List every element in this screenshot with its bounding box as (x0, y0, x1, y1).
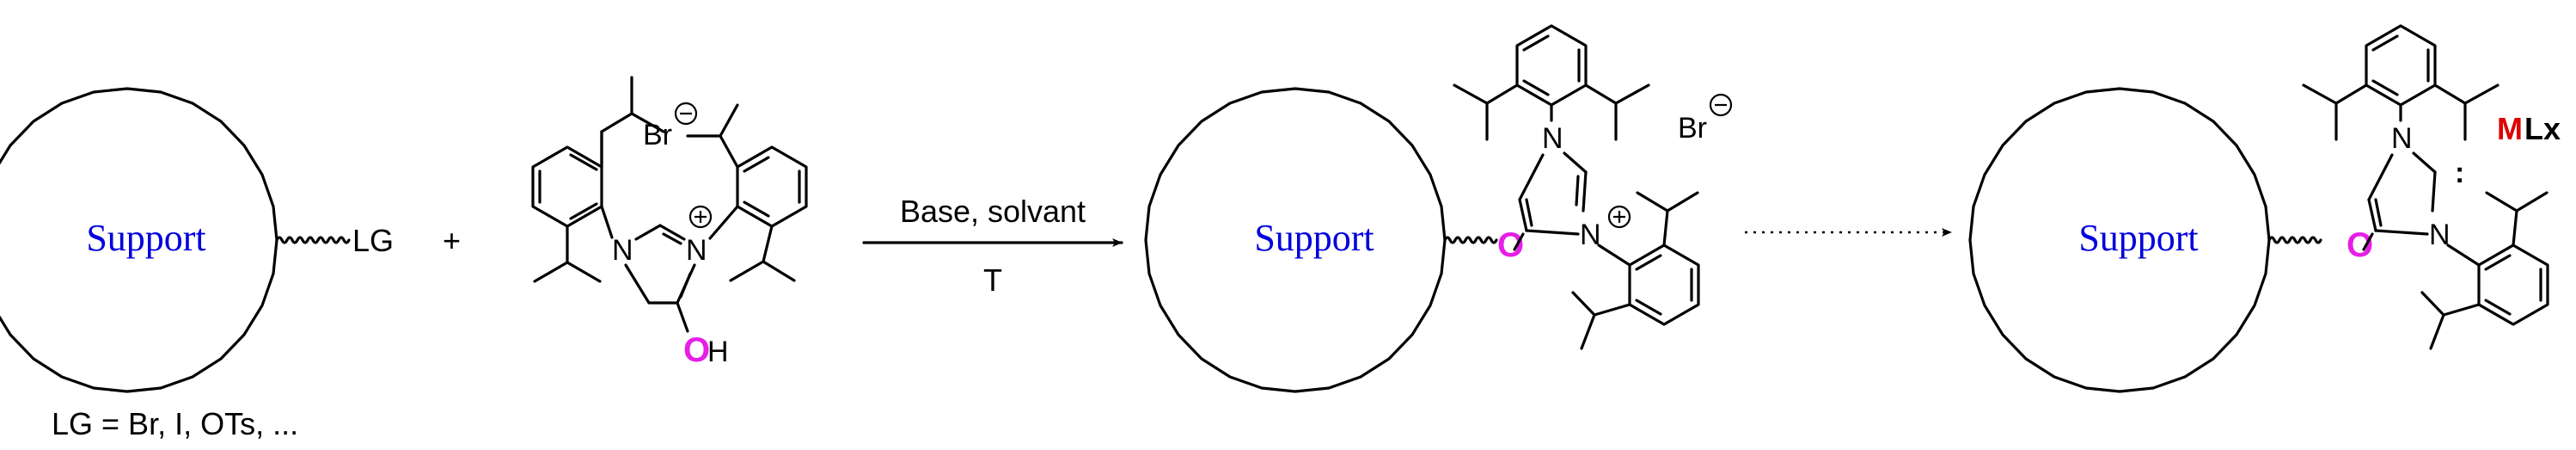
metal-ligands: Lx (2524, 111, 2561, 146)
nitrogen-6: N (2429, 219, 2451, 251)
support-polygon-3 (1968, 87, 2271, 393)
support-polygon-1 (0, 87, 278, 393)
conditions-bottom: T (983, 262, 1002, 298)
nitrogen-1: N (612, 234, 633, 267)
metal-symbol: M (2497, 111, 2523, 146)
bromide-anion-1: Br (643, 119, 672, 151)
support-label-2: Support (1254, 217, 1374, 259)
support-label-3: Support (2078, 217, 2198, 259)
nitrogen-3: N (1542, 122, 1563, 155)
nitrogen-5: N (2391, 122, 2413, 155)
hydroxyl-hydrogen: H (707, 336, 729, 368)
nitrogen-2: N (686, 234, 707, 267)
leaving-group-label: LG (352, 223, 394, 258)
ether-oxygen-1: O (1497, 226, 1524, 264)
support-bead-2: Support (1144, 87, 1447, 393)
plus-sign: + (443, 223, 461, 258)
wavy-bond-2 (1443, 236, 1498, 244)
aryl-ring-right (736, 145, 808, 228)
support-bead-3: Support (1968, 87, 2271, 393)
imidazolium-reagent: N N O H Br (531, 76, 808, 369)
carbene-lone-pair: : (2455, 157, 2464, 189)
wavy-bond-3 (2267, 236, 2322, 244)
bromide-anion-2: Br (1678, 112, 1707, 145)
ether-oxygen-2: O (2347, 226, 2373, 264)
wavy-bond-1 (275, 236, 351, 244)
aryl-ring-left (531, 145, 603, 228)
supported-imidazolium: N N Br (1453, 24, 1733, 350)
support-bead-1: Support (0, 87, 278, 393)
supported-nhc-complex: N N : M Lx (2302, 24, 2561, 350)
lg-definition: LG = Br, I, OTs, ... (52, 406, 298, 441)
support-polygon-2 (1144, 87, 1447, 393)
nitrogen-4: N (1580, 219, 1601, 251)
support-label-1: Support (86, 217, 205, 259)
conditions-top: Base, solvant (900, 194, 1086, 229)
hydroxyl-oxygen: O (683, 331, 710, 369)
